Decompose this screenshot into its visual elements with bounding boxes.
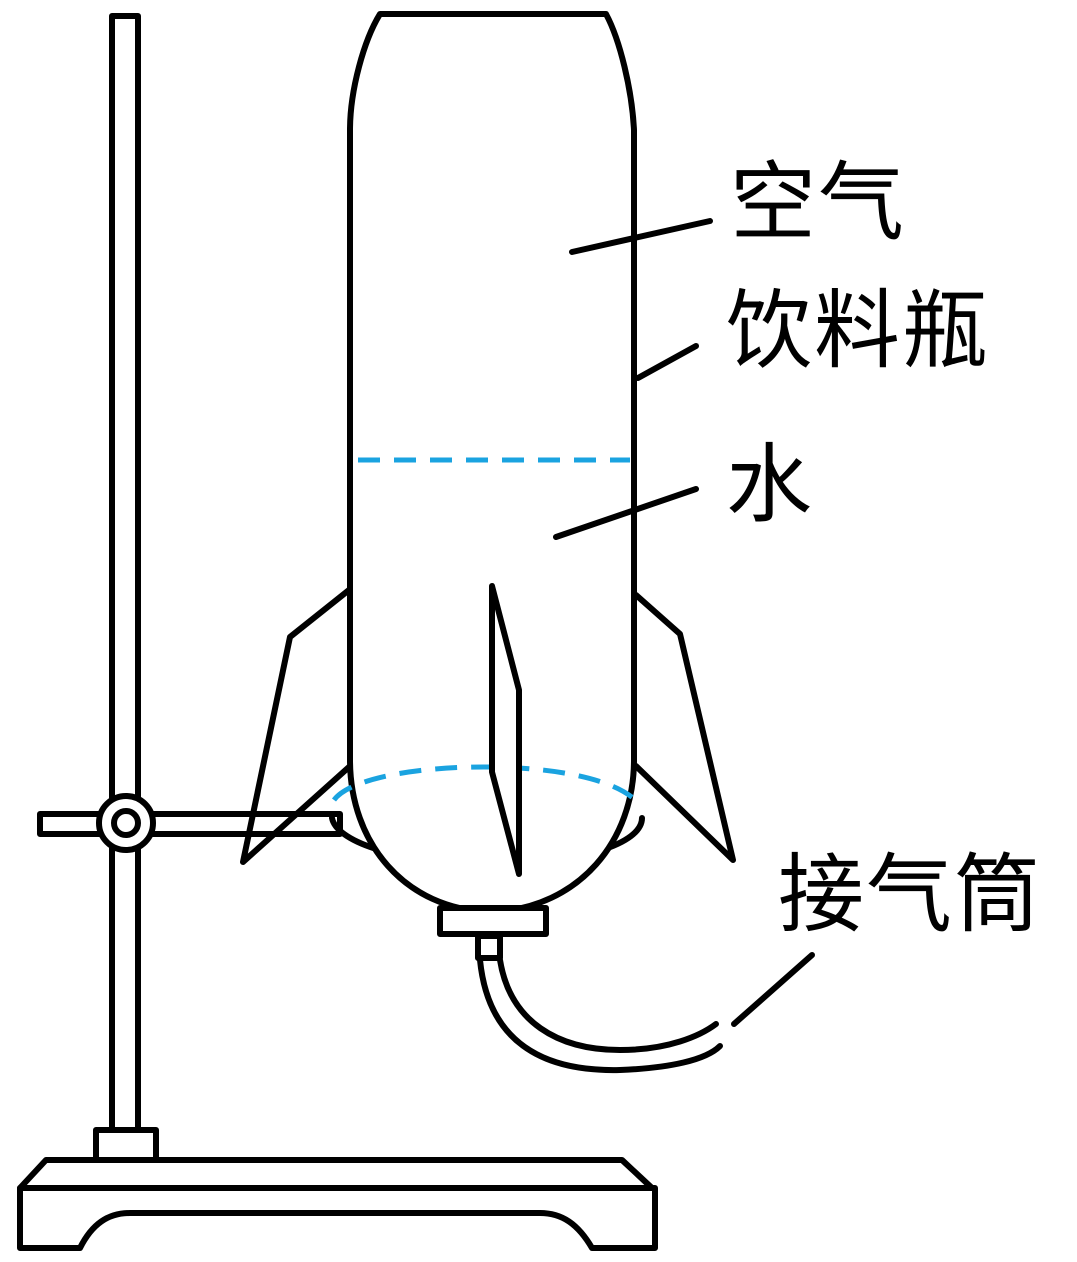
label-air: 空气	[730, 153, 906, 253]
stand-foot	[17, 1185, 658, 1251]
leader-bottle	[635, 343, 699, 381]
label-pump: 接气筒	[778, 845, 1042, 945]
stand-base	[17, 1157, 655, 1191]
leader-air	[569, 218, 713, 255]
label-water: 水	[726, 435, 814, 535]
label-bottle: 饮料瓶	[726, 281, 990, 381]
pump-hose-inner	[497, 957, 719, 1053]
clamp-knob-center	[111, 808, 141, 838]
front-fin	[489, 583, 522, 877]
stand-collar	[93, 1127, 159, 1163]
retort-stand	[17, 13, 658, 1251]
nozzle	[475, 933, 503, 961]
right-fin	[633, 592, 736, 863]
left-fin	[240, 587, 352, 865]
leader-water	[553, 486, 699, 540]
pump-hose-outer	[477, 957, 723, 1074]
stand-rod	[109, 13, 141, 1135]
leader-pump	[731, 952, 815, 1027]
bottle-cap	[437, 905, 549, 937]
